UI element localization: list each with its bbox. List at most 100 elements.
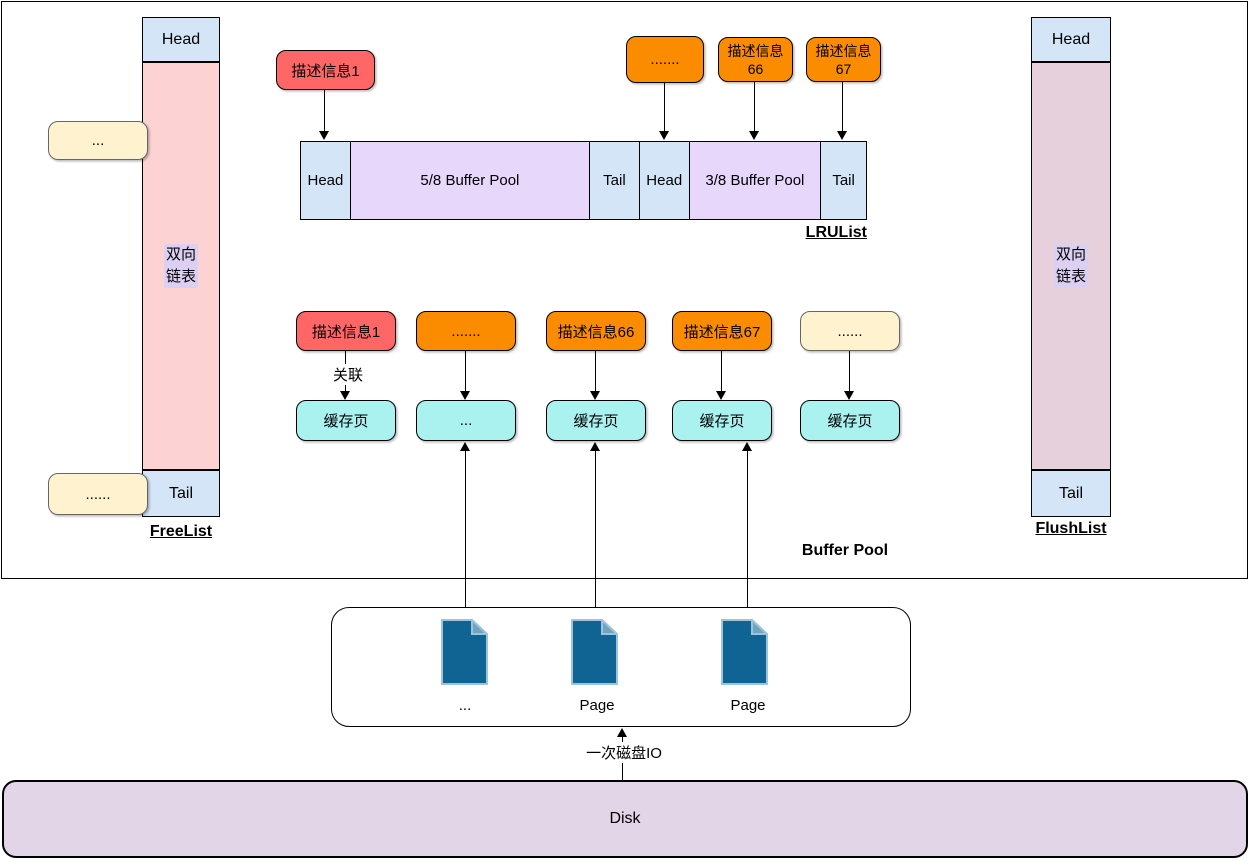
arrow-descriptor1-to-lru xyxy=(324,90,325,132)
cache-page-ellipsis-label: ... xyxy=(459,412,473,429)
page-file-2-label: Page xyxy=(579,697,615,714)
arrowhead-descriptor1-to-lru-icon xyxy=(319,131,329,140)
arrowhead-descriptor67-to-lru-icon xyxy=(837,131,847,140)
freelist-column: 双向 链表 xyxy=(142,62,220,470)
top-descriptor-1-node: 描述信息1 xyxy=(276,50,375,90)
freelist-ellipsis-bottom-label: ...... xyxy=(85,485,111,503)
top-descriptor-66-label-line1: 描述信息 xyxy=(727,42,784,59)
freelist-tail-node: Tail xyxy=(142,470,220,517)
arrowhead-descriptor66-to-lru-icon xyxy=(749,131,759,140)
freelist-ellipsis-bottom-node: ...... xyxy=(48,473,148,515)
top-descriptor-67-node: 描述信息 67 xyxy=(806,37,881,82)
page-file-1-label: ... xyxy=(458,697,472,714)
lru-segment-tail-1: Tail xyxy=(589,142,640,219)
mid-descriptor-66-node: 描述信息66 xyxy=(546,311,646,351)
cache-page-right-node: 缓存页 xyxy=(800,400,900,441)
top-descriptor-66-label-line2: 66 xyxy=(747,60,764,77)
freelist-link-text-line1: 双向 xyxy=(163,244,198,266)
page-file-3-label: Page xyxy=(730,697,766,714)
freelist-tail-label: Tail xyxy=(168,484,193,502)
lru-segment-head-1: Head xyxy=(301,142,351,219)
mid-descriptor-ellipsis-node: ....... xyxy=(416,311,516,351)
top-descriptor-ellipsis-node: ....... xyxy=(626,36,704,83)
arrow-page1-to-cache xyxy=(465,450,466,620)
cache-page-66-node: 缓存页 xyxy=(546,400,646,441)
flushlist-link-text-line2: 链表 xyxy=(1053,266,1088,288)
arrow-descriptor66-to-lru xyxy=(754,82,755,132)
top-descriptor-67-label-line2: 67 xyxy=(835,60,852,77)
lru-segment-tail-1-label: Tail xyxy=(603,172,626,189)
arrow-descriptor67-to-cache xyxy=(721,351,722,392)
arrowhead-ellipsis-to-cache-icon xyxy=(460,391,470,400)
lru-segment-58-buffer-pool: 5/8 Buffer Pool xyxy=(350,142,590,219)
flushlist-head-label: Head xyxy=(1051,30,1091,48)
lru-bar: Head 5/8 Buffer Pool Tail Head 3/8 Buffe… xyxy=(300,141,867,220)
mid-descriptor-67-node: 描述信息67 xyxy=(672,311,772,351)
cache-page-67-node: 缓存页 xyxy=(672,400,772,441)
arrow-ellipsis-right-to-cache xyxy=(849,351,850,392)
flushlist-label: FlushList xyxy=(1035,520,1107,537)
top-descriptor-1-label: 描述信息1 xyxy=(291,62,360,80)
freelist-link-text-line2: 链表 xyxy=(163,266,198,288)
top-descriptor-66-node: 描述信息 66 xyxy=(718,37,793,82)
freelist-head-node: Head xyxy=(142,17,220,62)
lru-segment-head-1-label: Head xyxy=(307,172,344,189)
lru-segment-38-buffer-pool: 3/8 Buffer Pool xyxy=(689,142,822,219)
freelist-label: FreeList xyxy=(149,523,213,540)
disk-node: Disk xyxy=(2,780,1248,858)
mid-descriptor-1-label: 描述信息1 xyxy=(311,323,381,341)
arrow-ellipsis-to-cache xyxy=(465,351,466,392)
arrowhead-ellipsis-to-lru-icon xyxy=(659,131,669,140)
lru-segment-tail-2: Tail xyxy=(821,142,867,219)
lru-segment-head-2: Head xyxy=(639,142,690,219)
cache-page-1-label: 缓存页 xyxy=(323,413,369,430)
mid-descriptor-ellipsis-right-label: ...... xyxy=(837,322,863,340)
arrowhead-page1-to-cache-icon xyxy=(460,442,470,451)
freelist-ellipsis-mid-node: ... xyxy=(48,121,148,160)
lrulist-label: LRUList xyxy=(805,224,867,241)
flushlist-link-text-line1: 双向 xyxy=(1053,244,1088,266)
top-descriptor-ellipsis-label: ....... xyxy=(650,51,680,68)
association-edge-label: 关联 xyxy=(325,364,371,385)
freelist-head-label: Head xyxy=(161,30,201,48)
arrow-descriptor66-to-cache xyxy=(595,351,596,392)
page-file-2-icon xyxy=(571,619,618,685)
cache-page-66-label: 缓存页 xyxy=(573,413,619,430)
page-file-1-icon xyxy=(441,619,488,685)
mid-descriptor-ellipsis-right-node: ...... xyxy=(800,311,900,351)
arrow-ellipsis-to-lru xyxy=(664,83,665,132)
flushlist-column: 双向 链表 xyxy=(1031,62,1111,470)
page-container xyxy=(331,607,911,727)
lru-segment-58-label: 5/8 Buffer Pool xyxy=(420,172,520,189)
arrowhead-ellipsis-right-to-cache-icon xyxy=(844,391,854,400)
lru-segment-38-label: 3/8 Buffer Pool xyxy=(705,172,805,189)
page-file-3-icon xyxy=(721,619,768,685)
disk-label: Disk xyxy=(609,810,641,827)
mid-descriptor-1-node: 描述信息1 xyxy=(296,311,396,351)
arrowhead-page2-to-cache-icon xyxy=(590,442,600,451)
cache-page-right-label: 缓存页 xyxy=(827,413,873,430)
disk-io-edge-label: 一次磁盘IO xyxy=(562,742,686,763)
flushlist-tail-node: Tail xyxy=(1031,470,1111,517)
cache-page-ellipsis-node: ... xyxy=(416,400,516,441)
lru-segment-head-2-label: Head xyxy=(646,172,683,189)
buffer-pool-label: Buffer Pool xyxy=(801,542,889,559)
cache-page-1-node: 缓存页 xyxy=(296,400,396,441)
arrowhead-descriptor1-to-cache-icon xyxy=(340,391,350,400)
arrowhead-descriptor67-to-cache-icon xyxy=(716,391,726,400)
arrowhead-descriptor66-to-cache-icon xyxy=(590,391,600,400)
arrow-page3-to-cache xyxy=(747,450,748,620)
arrowhead-disk-io-icon xyxy=(617,728,627,737)
cache-page-67-label: 缓存页 xyxy=(699,413,745,430)
buffer-pool-boundary xyxy=(1,1,1248,579)
flushlist-tail-label: Tail xyxy=(1058,484,1083,502)
lru-segment-tail-2-label: Tail xyxy=(832,172,855,189)
top-descriptor-67-label-line1: 描述信息 xyxy=(815,42,872,59)
arrowhead-page3-to-cache-icon xyxy=(742,442,752,451)
arrow-page2-to-cache xyxy=(595,450,596,620)
mid-descriptor-67-label: 描述信息67 xyxy=(683,323,761,341)
mid-descriptor-ellipsis-label: ....... xyxy=(451,322,481,340)
freelist-ellipsis-mid-label: ... xyxy=(91,132,105,149)
arrow-descriptor67-to-lru xyxy=(842,82,843,132)
